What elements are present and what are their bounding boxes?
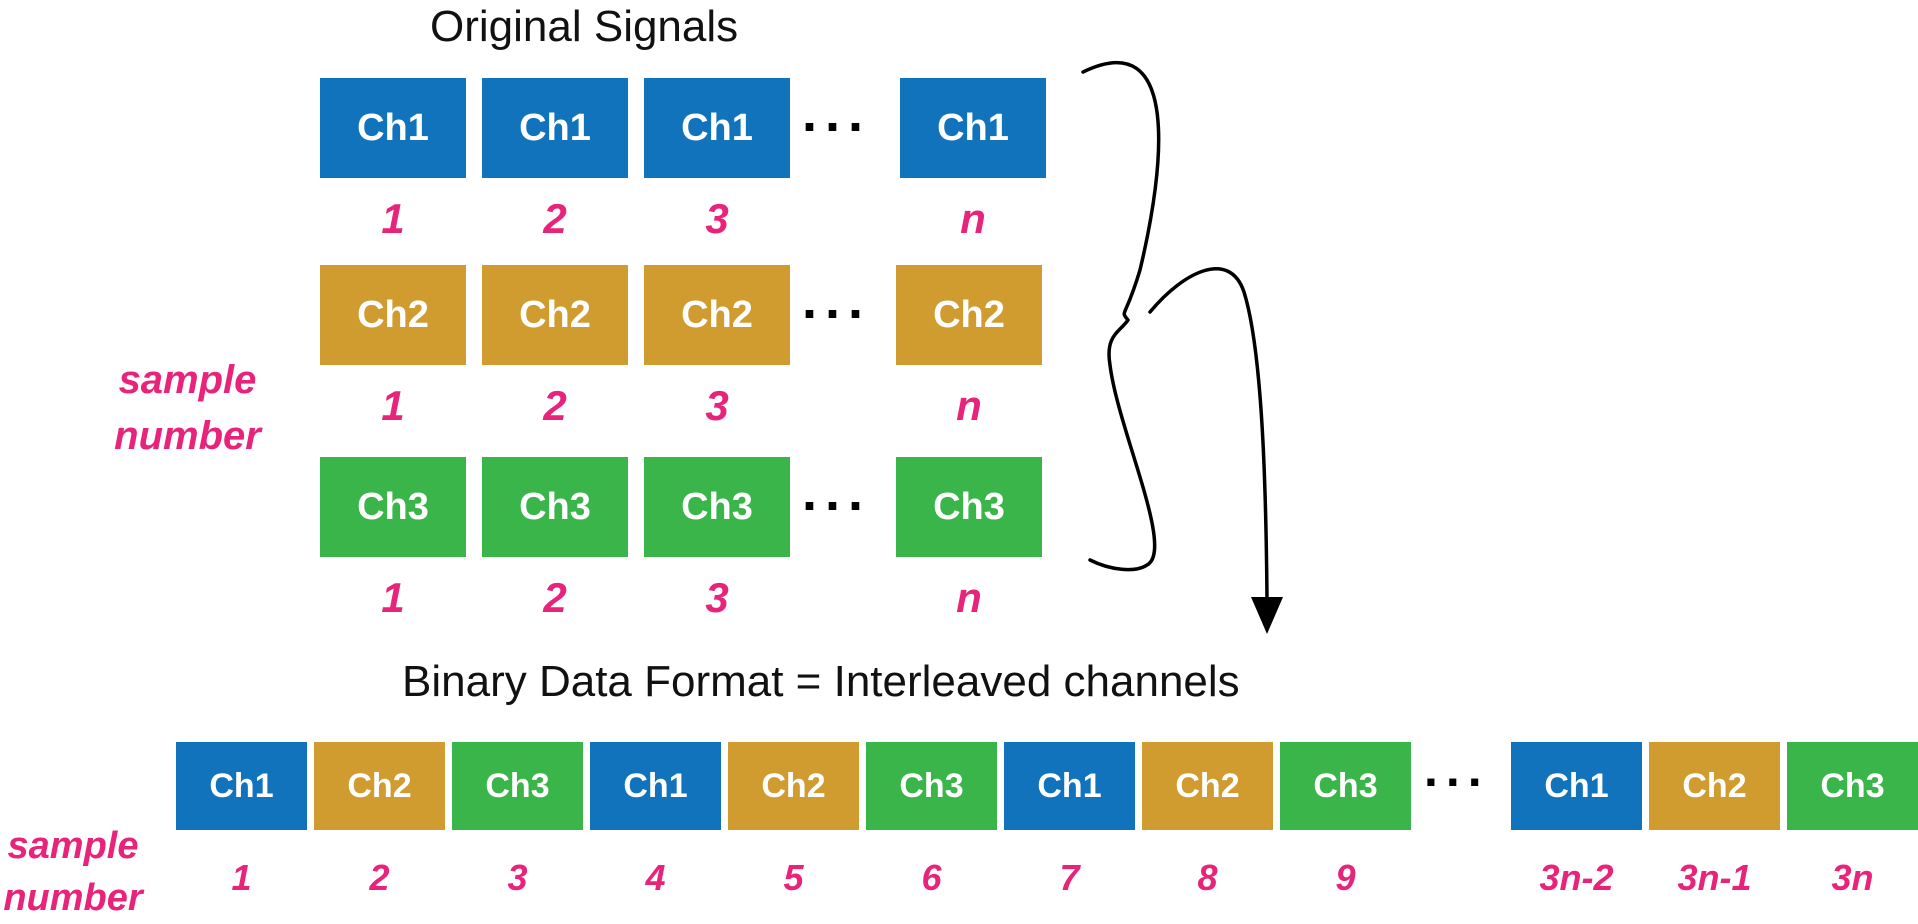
original-ch2-box-1: Ch2	[320, 265, 466, 365]
interleaved-sample-8: 8	[1197, 857, 1218, 898]
original-ch2-sample-3: 3	[705, 382, 729, 429]
sample-number-label-line: sample	[118, 358, 257, 402]
original-ch2-sample-1: 1	[381, 382, 405, 429]
sample-number-label-line: sample	[7, 825, 139, 867]
original-ch3-box-1: Ch3	[320, 457, 466, 557]
original-ch1-box-2: Ch1	[482, 78, 628, 178]
original-ch1-box-4: Ch1	[900, 78, 1046, 178]
interleaved-ch2-box-8: Ch2	[1142, 742, 1273, 830]
original-ch3-box-4: Ch3	[896, 457, 1042, 557]
interleaved-format-title: Binary Data Format = Interleaved channel…	[402, 657, 1240, 706]
original-ch1-box-3: Ch1	[644, 78, 790, 178]
sample-number-label-line: number	[3, 877, 143, 919]
ellipsis-row-3: ...	[802, 462, 872, 522]
sample-number-label-bottom: sample number	[0, 820, 148, 924]
original-ch1-sample-2: 2	[543, 195, 567, 242]
interleaved-sample-5: 5	[783, 857, 804, 898]
interleaved-sample-4: 4	[645, 857, 666, 898]
original-ch3-sample-3: 3	[705, 574, 729, 621]
arrow-curve	[1148, 267, 1269, 602]
original-ch1-sample-1: 1	[381, 195, 405, 242]
original-ch3-box-2: Ch3	[482, 457, 628, 557]
sample-number-label-line: number	[114, 414, 261, 458]
ellipsis-row-1: ...	[802, 83, 872, 143]
interleaved-sample-10: 3n-2	[1539, 857, 1614, 898]
interleaved-sample-7: 7	[1059, 857, 1080, 898]
interleaved-ch2-box-11: Ch2	[1649, 742, 1780, 830]
original-ch2-sample-2: 2	[543, 382, 567, 429]
interleaved-sample-1: 1	[231, 857, 252, 898]
original-ch3-box-3: Ch3	[644, 457, 790, 557]
interleaved-ch3-box-9: Ch3	[1280, 742, 1411, 830]
curly-brace	[1081, 61, 1161, 572]
interleaved-ch2-box-5: Ch2	[728, 742, 859, 830]
interleaved-ch1-box-1: Ch1	[176, 742, 307, 830]
sample-number-label-top: sample number	[100, 352, 275, 464]
interleaved-sample-11: 3n-1	[1677, 857, 1752, 898]
interleaved-ch2-box-2: Ch2	[314, 742, 445, 830]
interleaved-ch1-box-4: Ch1	[590, 742, 721, 830]
interleaved-ch3-box-3: Ch3	[452, 742, 583, 830]
original-ch1-box-1: Ch1	[320, 78, 466, 178]
original-ch2-box-4: Ch2	[896, 265, 1042, 365]
interleaved-sample-3: 3	[507, 857, 528, 898]
original-ch1-sample-3: 3	[705, 195, 729, 242]
original-ch1-sample-4: n	[960, 195, 986, 242]
interleaved-sample-2: 2	[369, 857, 390, 898]
original-ch2-box-3: Ch2	[644, 265, 790, 365]
original-ch3-sample-1: 1	[381, 574, 405, 621]
ellipsis-row-2: ...	[802, 270, 872, 330]
original-ch3-sample-2: 2	[543, 574, 567, 621]
interleaved-sample-12: 3n	[1831, 857, 1874, 898]
original-ch3-sample-4: n	[956, 574, 982, 621]
interleaved-ch1-box-7: Ch1	[1004, 742, 1135, 830]
ellipsis-interleaved: ...	[1424, 741, 1490, 797]
interleaved-ch1-box-10: Ch1	[1511, 742, 1642, 830]
interleaved-sample-6: 6	[921, 857, 942, 898]
interleaved-ch3-box-6: Ch3	[866, 742, 997, 830]
original-ch2-sample-4: n	[956, 382, 982, 429]
interleaved-ch3-box-12: Ch3	[1787, 742, 1918, 830]
original-ch2-box-2: Ch2	[482, 265, 628, 365]
original-signals-title: Original Signals	[430, 2, 739, 51]
interleaved-sample-9: 9	[1335, 857, 1356, 898]
arrow-head-icon	[1251, 597, 1283, 634]
